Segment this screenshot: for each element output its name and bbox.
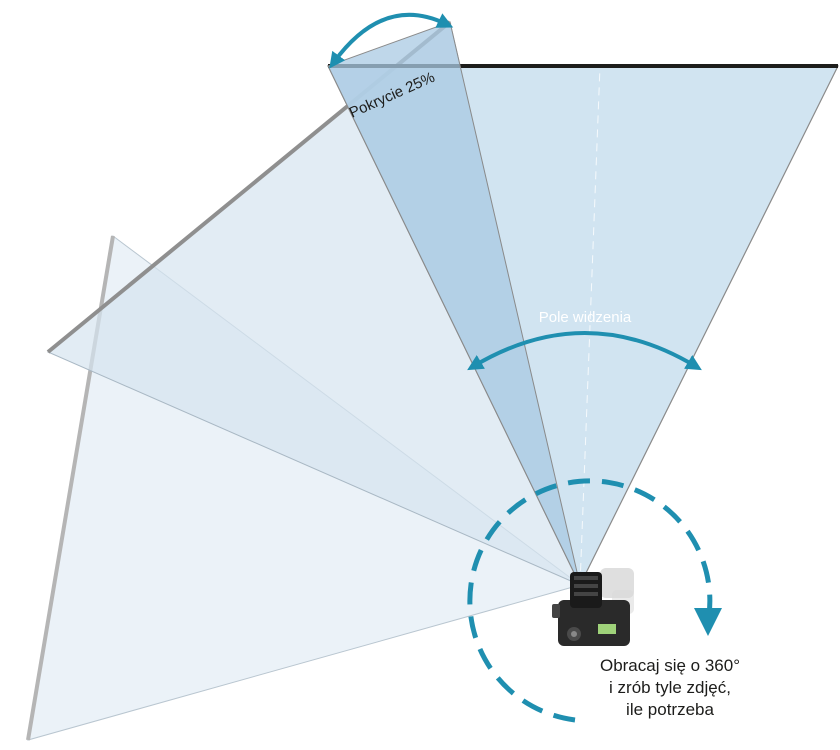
instruction-line-1: Obracaj się o 360°	[599, 656, 741, 675]
rotation-arrow-icon	[467, 478, 713, 723]
instruction-line-3: ile potrzeba	[626, 700, 714, 719]
field-of-view-arc-arrow	[467, 331, 702, 371]
coverage-arc-arrow	[329, 12, 454, 69]
instruction-line-2: i zrób tyle zdjęć,	[609, 678, 731, 697]
camera-icon	[552, 568, 634, 646]
instruction-text: Obracaj się o 360° i zrób tyle zdjęć, il…	[560, 655, 780, 721]
field-of-view-label: Pole widzenia	[539, 309, 632, 326]
rotation-arrowhead	[694, 608, 722, 636]
